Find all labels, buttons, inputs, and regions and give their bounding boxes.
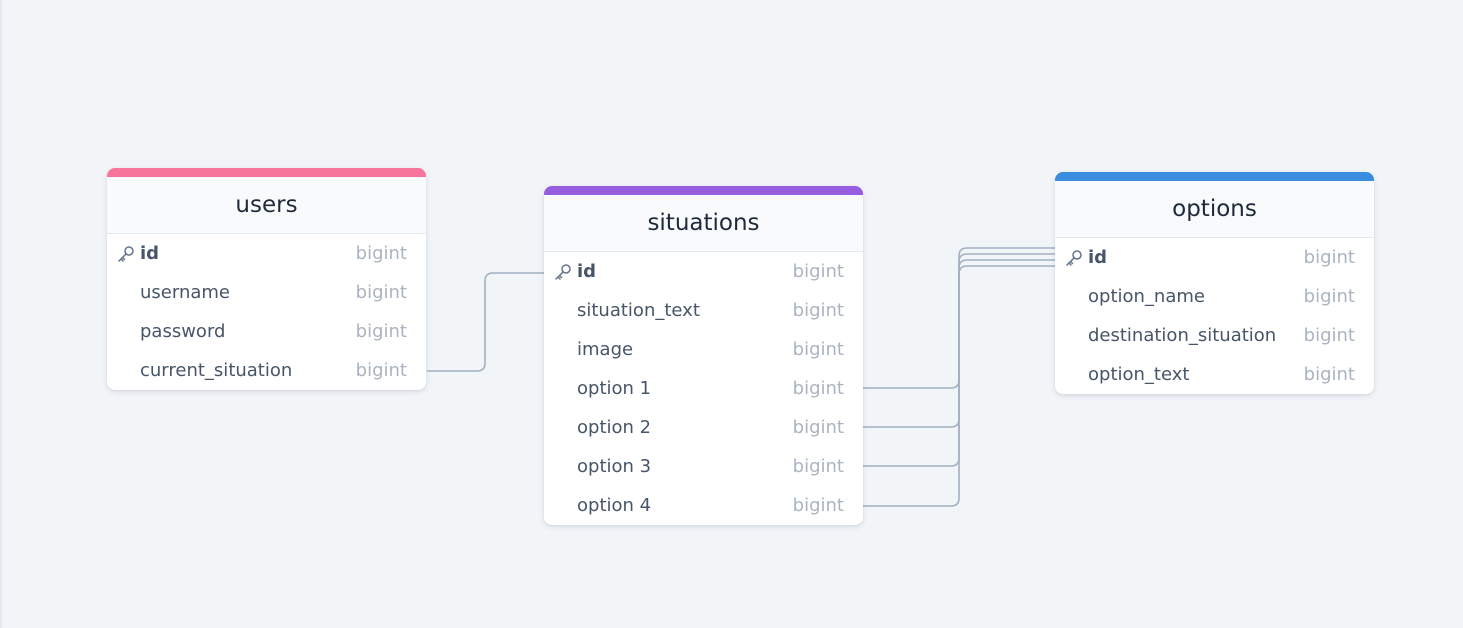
column-row-option-1[interactable]: option 1 bigint	[544, 369, 863, 408]
column-type: bigint	[1303, 247, 1355, 268]
column-type: bigint	[355, 360, 407, 381]
table-accent-bar	[1055, 172, 1374, 181]
column-name: option_name	[1088, 286, 1205, 307]
column-row-destination-situation[interactable]: destination_situation bigint	[1055, 316, 1374, 355]
edge-situations-option-4-to-options-id[interactable]	[863, 265, 1055, 507]
column-row-option-text[interactable]: option_text bigint	[1055, 355, 1374, 394]
column-name: current_situation	[140, 360, 293, 381]
column-name: situation_text	[577, 300, 700, 321]
table-accent-bar	[544, 186, 863, 195]
edge-users-current-situation-to-situations-id[interactable]	[427, 272, 544, 372]
column-type: bigint	[792, 495, 844, 516]
column-type: bigint	[792, 339, 844, 360]
column-type: bigint	[355, 321, 407, 342]
column-type: bigint	[355, 282, 407, 303]
table-accent-bar	[107, 168, 426, 177]
column-row-current-situation[interactable]: current_situation bigint	[107, 351, 426, 390]
column-name: option 4	[577, 495, 652, 516]
column-type: bigint	[792, 300, 844, 321]
column-row-situation-text[interactable]: situation_text bigint	[544, 291, 863, 330]
column-type: bigint	[1303, 325, 1355, 346]
column-name: option 1	[577, 378, 652, 399]
column-name: username	[140, 282, 230, 303]
table-users[interactable]: users id bigint username bigint password bigi…	[107, 168, 426, 390]
edge-situations-option-3-to-options-id[interactable]	[863, 259, 1055, 467]
column-type: bigint	[1303, 364, 1355, 385]
column-type: bigint	[792, 456, 844, 477]
column-name: option_text	[1088, 364, 1190, 385]
column-type: bigint	[355, 243, 407, 264]
column-type: bigint	[1303, 286, 1355, 307]
canvas-edge	[0, 0, 2, 628]
column-name: id	[140, 243, 160, 264]
column-name: image	[577, 339, 634, 360]
column-row-password[interactable]: password bigint	[107, 312, 426, 351]
column-row-id[interactable]: id bigint	[1055, 238, 1374, 277]
column-row-option-3[interactable]: option 3 bigint	[544, 447, 863, 486]
column-type: bigint	[792, 261, 844, 282]
column-row-option-4[interactable]: option 4 bigint	[544, 486, 863, 525]
column-row-image[interactable]: image bigint	[544, 330, 863, 369]
column-row-username[interactable]: username bigint	[107, 273, 426, 312]
column-type: bigint	[792, 378, 844, 399]
column-name: destination_situation	[1088, 325, 1277, 346]
edge-situations-option-2-to-options-id[interactable]	[863, 253, 1055, 428]
column-type: bigint	[792, 417, 844, 438]
edge-situations-option-1-to-options-id[interactable]	[863, 247, 1055, 389]
column-row-option-2[interactable]: option 2 bigint	[544, 408, 863, 447]
primary-key-icon	[118, 246, 134, 262]
column-row-id[interactable]: id bigint	[544, 252, 863, 291]
column-name: id	[577, 261, 597, 282]
column-name: option 2	[577, 417, 652, 438]
primary-key-icon	[555, 264, 571, 280]
column-row-option-name[interactable]: option_name bigint	[1055, 277, 1374, 316]
column-name: id	[1088, 247, 1108, 268]
column-name: password	[140, 321, 226, 342]
primary-key-icon	[1066, 250, 1082, 266]
table-title: options	[1055, 181, 1374, 238]
table-title: situations	[544, 195, 863, 252]
table-title: users	[107, 177, 426, 234]
column-row-id[interactable]: id bigint	[107, 234, 426, 273]
column-name: option 3	[577, 456, 652, 477]
